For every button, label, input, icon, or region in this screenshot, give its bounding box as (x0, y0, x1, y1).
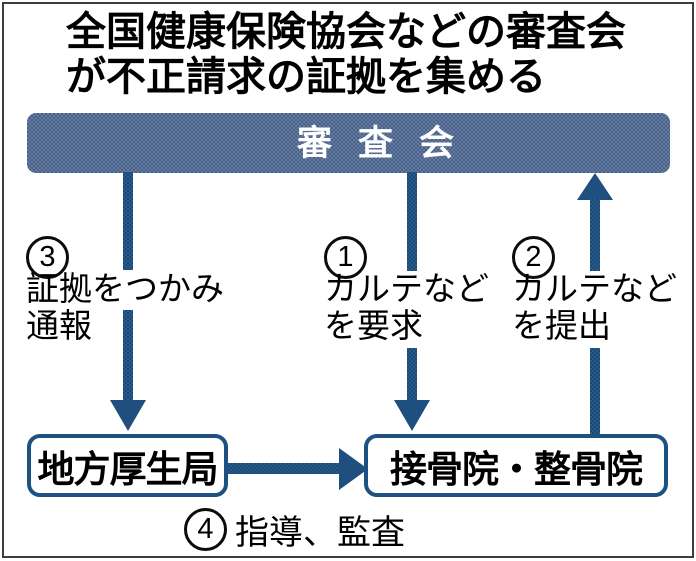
review-board-bar: 審査会 (27, 113, 670, 173)
step3-label: 証拠をつかみ 通報 (26, 270, 224, 344)
step2-label-line-1: カルテなど (512, 270, 677, 307)
title-line-2: が不正請求の証拠を集める (66, 54, 546, 99)
node-clinics-label: 接骨院・整骨院 (390, 448, 643, 490)
step1-label-line-1: カルテなど (324, 270, 489, 307)
title-line-1: 全国健康保険協会などの審査会 (66, 10, 626, 54)
step4-label-row: 4 指導、監査 (184, 505, 405, 554)
arrow-step1-shaft-upper (407, 172, 417, 271)
step3-label-line-2: 通報 (26, 307, 92, 344)
arrow-step2-up-head-icon (577, 173, 613, 200)
review-board-label: 審査会 (296, 123, 480, 163)
arrow-step3-shaft-lower (123, 310, 133, 402)
arrow-step1-down-head-icon (394, 400, 430, 431)
step4-number-badge: 4 (184, 508, 227, 551)
arrow-step3-down-head-icon (110, 400, 146, 431)
arrow-step1-shaft-lower (407, 348, 417, 402)
arrow-step2-shaft-lower (590, 348, 600, 435)
node-regional-bureau-label: 地方厚生局 (37, 448, 219, 490)
diagram-title: 全国健康保険協会などの審査会 が不正請求の証拠を集める (66, 10, 666, 100)
step4-label: 指導、監査 (235, 514, 405, 552)
step1-number-badge: 1 (324, 236, 367, 279)
step2-label-line-2: を提出 (512, 307, 611, 344)
node-clinics: 接骨院・整骨院 (364, 434, 668, 497)
step2-label: カルテなど を提出 (512, 270, 677, 344)
step2-number-badge: 2 (512, 236, 555, 279)
step3-label-line-1: 証拠をつかみ (26, 270, 224, 307)
arrow-step3-shaft-upper (123, 172, 133, 270)
step1-label-line-2: を要求 (324, 307, 423, 344)
step3-number-badge: 3 (26, 236, 69, 279)
arrow-step4-shaft (228, 463, 341, 474)
node-regional-bureau: 地方厚生局 (27, 434, 228, 497)
arrow-step2-shaft-upper (590, 199, 600, 271)
arrow-step4-right-head-icon (339, 448, 368, 490)
step1-label: カルテなど を要求 (324, 270, 489, 344)
